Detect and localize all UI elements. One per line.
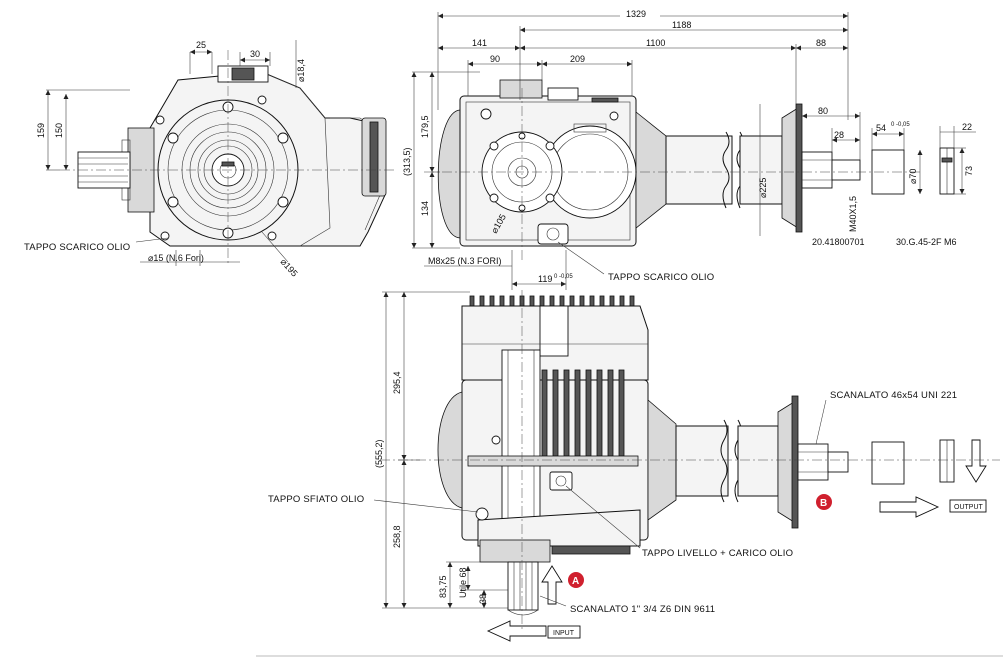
dim-54: 54 (876, 123, 886, 133)
dim-1329: 1329 (626, 9, 646, 19)
svg-text:A: A (572, 576, 579, 587)
dim-18-4: ⌀18,4 (296, 59, 306, 82)
label-scanalato-1-3-4: SCANALATO 1" 3/4 Z6 DIN 9611 (570, 604, 715, 615)
dim-38: 38 (478, 594, 488, 604)
tol-119: 0 -0,05 (554, 274, 573, 280)
dim-209: 209 (570, 54, 585, 64)
dim-utile-68: Utile 68 (458, 567, 468, 598)
dim-134: 134 (420, 201, 430, 216)
dim-258-8: 258,8 (392, 525, 402, 548)
label-scanalato-46x54: SCANALATO 46x54 UNI 221 (830, 390, 957, 401)
dim-195: ⌀195 (279, 257, 300, 279)
label-tappo-sfiato-olio: TAPPO SFIATO OLIO (268, 494, 364, 505)
front-view: 25 30 ⌀18,4 159 150 TAPPO SCARICO OLIO ⌀… (24, 40, 395, 279)
top-view: 1329 1188 141 1100 88 90 209 179,5 (313,… (402, 7, 976, 290)
output-label: OUTPUT (954, 504, 984, 511)
dim-m40: M40X1,5 (848, 196, 858, 232)
svg-text:B: B (820, 498, 827, 509)
label-tappo-scarico-olio-front: TAPPO SCARICO OLIO (24, 242, 130, 253)
dim-1100: 1100 (646, 38, 665, 48)
dim-88: 88 (816, 38, 826, 48)
label-tappo-scarico-olio-top: TAPPO SCARICO OLIO (608, 272, 714, 283)
dim-295-4: 295,4 (392, 371, 402, 394)
dim-80: 80 (818, 106, 828, 116)
dim-159: 159 (36, 123, 46, 138)
dim-225: ⌀225 (758, 178, 768, 198)
dim-28: 28 (834, 130, 844, 140)
dim-30: 30 (250, 49, 260, 59)
dim-22: 22 (962, 122, 972, 132)
dim-m8-holes: M8x25 (N.3 FORI) (428, 256, 502, 266)
label-tappo-livello-carico-olio: TAPPO LIVELLO + CARICO OLIO (642, 548, 793, 559)
input-label: INPUT (553, 630, 575, 637)
dim-83-75: 83,75 (438, 575, 448, 598)
marker-b: B (816, 494, 832, 510)
dim-25: 25 (196, 40, 206, 50)
dim-119: 119 (538, 274, 552, 284)
assembly-view: 295,4 (555,2) 258,8 83,75 Utile 68 38 TA… (268, 290, 1000, 642)
marker-a: A (568, 572, 584, 588)
dim-70: ⌀70 (908, 169, 918, 184)
dim-1188: 1188 (672, 20, 691, 30)
dim-141: 141 (472, 38, 487, 48)
dim-555-2: (555,2) (374, 439, 384, 468)
tol-54: 0 -0,05 (891, 122, 910, 128)
part-number-1: 20.41800701 (812, 237, 865, 247)
dim-150: 150 (54, 123, 64, 138)
dim-73: 73 (964, 166, 974, 176)
cooling-fins-top (469, 295, 635, 309)
dim-313-5: (313,5) (402, 147, 412, 176)
part-number-2: 30.G.45-2F M6 (896, 237, 957, 247)
dim-179-5: 179,5 (420, 115, 430, 138)
dim-15-holes: ⌀15 (N.6 Fori) (148, 253, 204, 263)
dim-90: 90 (490, 54, 500, 64)
